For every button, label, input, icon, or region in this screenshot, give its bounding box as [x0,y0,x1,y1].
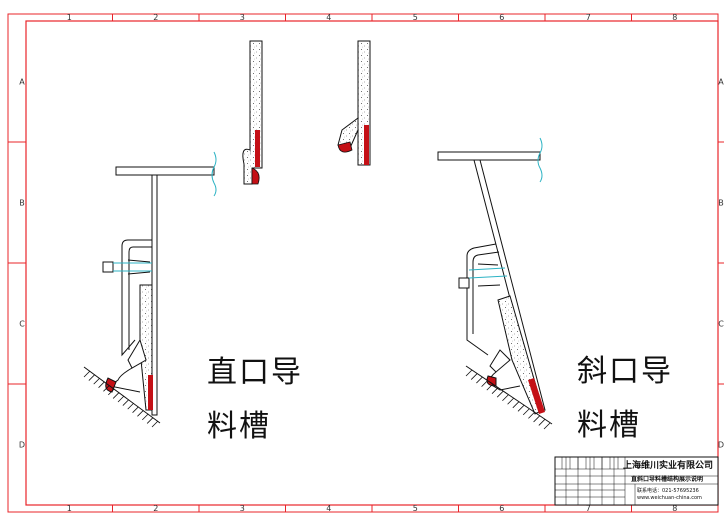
straight-chute-label-line2: 料槽 [207,409,271,444]
slope-hatch [112,392,120,399]
zone-column-label: 5 [413,13,418,22]
slope-hatch [522,408,530,416]
slope-hatch [476,376,483,384]
zone-row-label: D [718,441,724,450]
slope-hatch [98,381,105,388]
zone-column-label: 2 [153,504,158,513]
zone-column-label: 1 [67,13,72,22]
straight-chute-drawing [83,151,217,428]
slope-hatch [481,380,488,387]
zone-column-label: 6 [499,13,504,22]
slope-hatch [103,385,110,392]
zone-column-label: 8 [672,13,677,22]
slope-hatch [512,401,520,409]
zone-column-label: 1 [67,504,72,513]
slope-hatch [465,369,473,377]
zone-row-label: C [19,320,25,329]
title-block: 上海维川实业有限公司 直斜口导料槽结构展示说明 联系电话：021-5769523… [554,456,719,506]
slope-hatch [108,388,115,396]
zone-row-label: B [718,199,724,208]
zone-row-label: D [19,441,25,450]
zone-row-label: A [19,78,25,87]
slope-hatch [507,397,514,405]
straight-chute-label-line1: 直口导 [207,355,303,390]
zone-column-label: 3 [240,504,245,513]
zone-row-label: A [718,78,724,87]
slope-hatch [533,415,540,423]
slope-hatch [502,394,509,402]
slope-hatch [88,374,96,381]
detail-straight-seal [242,40,263,185]
slope-hatch [491,387,499,394]
zone-column-label: 7 [586,504,591,513]
zone-column-label: 2 [153,13,158,22]
slope-hatch [137,410,144,417]
slope-hatch [538,419,546,426]
slope-hatch [142,413,149,421]
detail-slant-seal [337,40,371,166]
slope-hatch [83,370,91,378]
website: www.weichuan-china.com [637,495,702,501]
slope-hatch [486,383,494,391]
company-name: 上海维川实业有限公司 [623,459,713,471]
slope-hatch [528,412,535,419]
zone-column-label: 8 [672,504,677,513]
slope-hatch [496,390,504,398]
slope-hatch [543,422,551,430]
zone-column-label: 4 [326,504,331,513]
zone-column-label: 3 [240,13,245,22]
slant-chute-drawing [437,137,553,430]
slope-hatch [132,406,139,413]
contact-phone: 联系电话：021-57695236 [637,487,699,494]
slant-chute-label-line1: 斜口导 [577,354,673,389]
slope-hatch [117,395,125,403]
zone-column-label: 6 [499,504,504,513]
drawing-title: 直斜口导料槽结构展示说明 [631,475,703,483]
slope-hatch [146,417,154,424]
zone-column-label: 4 [326,13,331,22]
slope-hatch [517,405,525,412]
zone-row-label: B [19,199,25,208]
zone-column-label: 5 [413,504,418,513]
slope-hatch [122,399,130,406]
slope-hatch [127,402,134,410]
zone-row-label: C [718,320,724,329]
slope-hatch [151,420,159,428]
slant-chute-label-line2: 料槽 [577,408,641,443]
zone-column-label: 7 [586,13,591,22]
slope-hatch [93,377,100,385]
slope-hatch [470,373,478,380]
